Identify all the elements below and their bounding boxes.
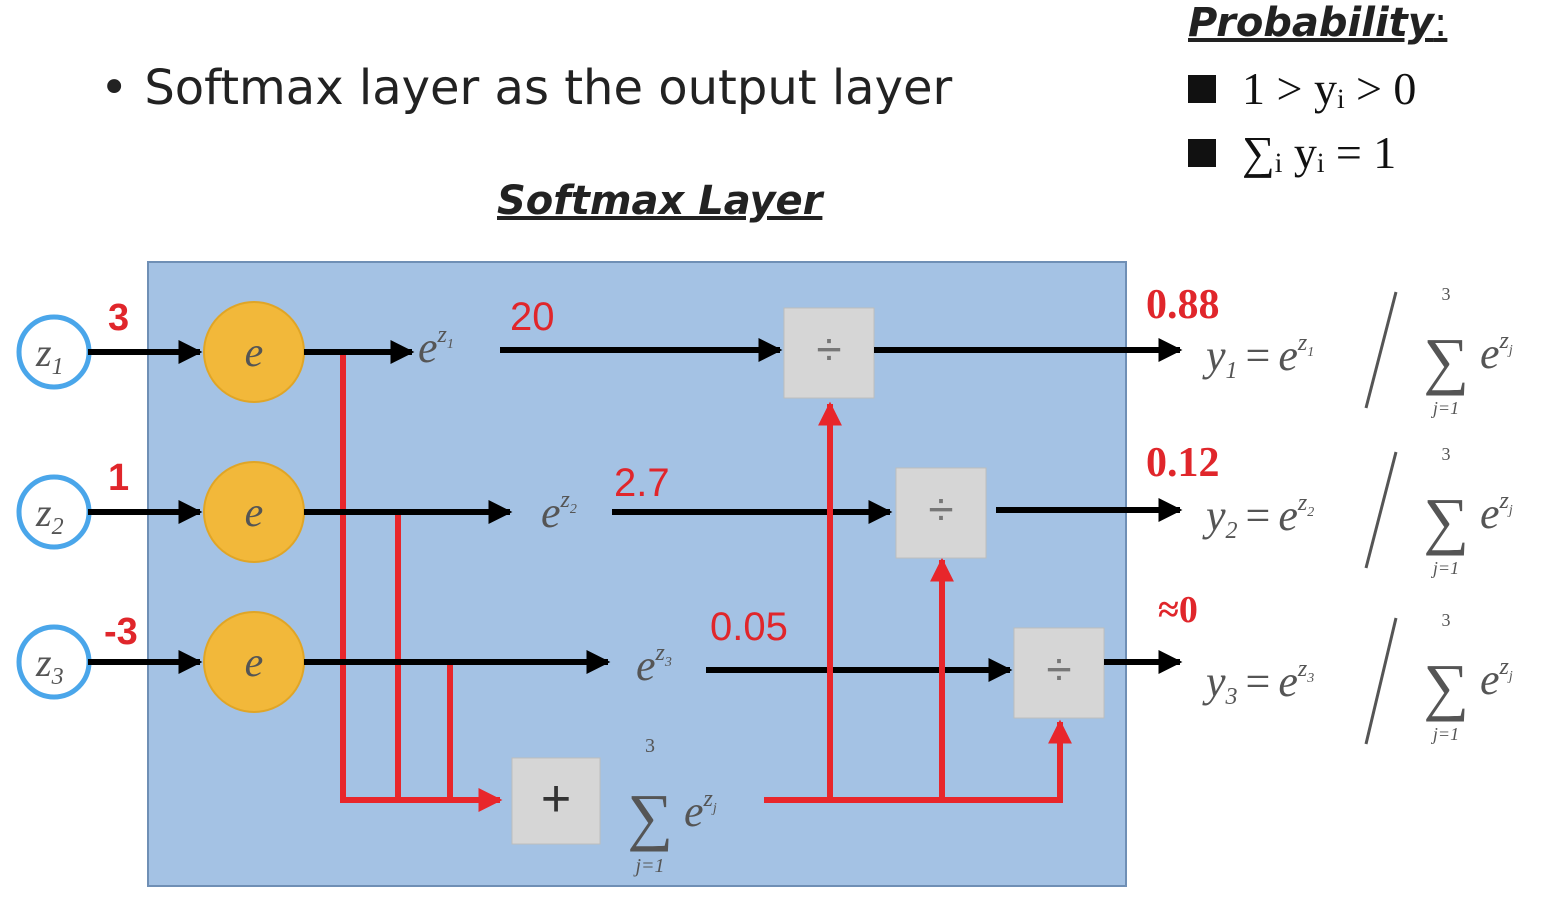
sum-term: ezj bbox=[1480, 328, 1513, 378]
output-lhs-2: y2=ez2 bbox=[1202, 490, 1314, 544]
sum-symbol: ∑ bbox=[627, 781, 673, 852]
output-formula-2: y2=ez2 3 ∑ j=1 ezj bbox=[1202, 444, 1513, 578]
sum-upper-limit: 3 bbox=[645, 735, 655, 757]
bullet-symbol: • bbox=[100, 60, 129, 116]
exp-value-2: 2.7 bbox=[614, 461, 670, 505]
output-formula-3: y3=ez3 3 ∑ j=1 ezj bbox=[1202, 610, 1513, 745]
exp-node-label-3: e bbox=[245, 640, 264, 686]
sum-lower-limit: j=1 bbox=[1431, 558, 1459, 578]
sum-term: ezj bbox=[1480, 654, 1513, 704]
divide-box-3 bbox=[1013, 627, 1105, 719]
exp-label-3: ez3 bbox=[636, 640, 672, 690]
fraction-slash bbox=[1364, 291, 1398, 409]
sum-term: ezj bbox=[1480, 488, 1513, 538]
probability-title-text: Probability bbox=[1188, 0, 1434, 46]
divide-icon: ÷ bbox=[816, 323, 841, 375]
exp-node-label-2: e bbox=[245, 490, 264, 536]
exp-node-label-1: e bbox=[245, 330, 264, 376]
plus-icon: + bbox=[541, 770, 571, 828]
square-bullet-icon bbox=[1188, 139, 1216, 168]
input-value-1: 3 bbox=[108, 297, 129, 339]
input-value-3: -3 bbox=[104, 611, 138, 653]
plus-box bbox=[511, 757, 601, 845]
input-label-z3: z3 bbox=[35, 640, 64, 690]
output-lhs-1: y1=ez1 bbox=[1202, 330, 1314, 384]
sum-symbol: ∑ bbox=[1423, 325, 1469, 396]
sum-upper-limit: 3 bbox=[1442, 284, 1451, 304]
probability-item-2: ∑ᵢ yᵢ = 1 bbox=[1188, 126, 1396, 179]
square-bullet-icon bbox=[1188, 75, 1216, 104]
sum-symbol: ∑ bbox=[1423, 651, 1469, 722]
probability-item-1: 1 > yᵢ > 0 bbox=[1188, 62, 1416, 115]
sum-lower-limit: j=1 bbox=[1431, 724, 1459, 744]
output-formula-1: y1=ez1 3 ∑ j=1 ezj bbox=[1202, 284, 1513, 418]
probability-colon: : bbox=[1433, 0, 1448, 46]
divide-icon: ÷ bbox=[928, 483, 953, 535]
sum-upper-limit: 3 bbox=[1442, 444, 1451, 464]
output-value-2: 0.12 bbox=[1146, 440, 1220, 486]
divide-box-2 bbox=[895, 467, 987, 559]
probability-item-text: ∑ᵢ yᵢ = 1 bbox=[1242, 127, 1397, 178]
fraction-slash bbox=[1364, 617, 1398, 745]
sum-lower-limit: j=1 bbox=[632, 855, 664, 877]
divide-icon: ÷ bbox=[1046, 643, 1071, 695]
probability-title: Probability: bbox=[1188, 0, 1447, 46]
exp-label-1: ez1 bbox=[418, 322, 454, 372]
sum-term: ezj bbox=[684, 786, 717, 836]
bullet-text: Softmax layer as the output layer bbox=[144, 60, 953, 116]
output-value-1: 0.88 bbox=[1146, 282, 1220, 328]
bullet-line: • Softmax layer as the output layer bbox=[100, 60, 952, 116]
probability-item-text: 1 > yᵢ > 0 bbox=[1242, 63, 1417, 114]
input-label-z2: z2 bbox=[35, 490, 64, 540]
exp-value-3: 0.05 bbox=[710, 605, 788, 649]
red-sum-path-3 bbox=[764, 719, 1072, 803]
softmax-layer-title: Softmax Layer bbox=[497, 178, 823, 224]
fraction-slash bbox=[1364, 451, 1398, 569]
exp-label-2: ez2 bbox=[541, 487, 577, 537]
sum-symbol: ∑ bbox=[1423, 485, 1469, 556]
input-label-z1: z1 bbox=[35, 330, 64, 380]
sum-upper-limit: 3 bbox=[1442, 610, 1451, 630]
softmax-layer-panel bbox=[147, 261, 1127, 887]
input-value-2: 1 bbox=[108, 457, 129, 499]
sum-lower-limit: j=1 bbox=[1431, 398, 1459, 418]
output-value-3: ≈0 bbox=[1158, 589, 1198, 631]
output-lhs-3: y3=ez3 bbox=[1202, 656, 1314, 710]
exp-value-1: 20 bbox=[510, 295, 555, 339]
